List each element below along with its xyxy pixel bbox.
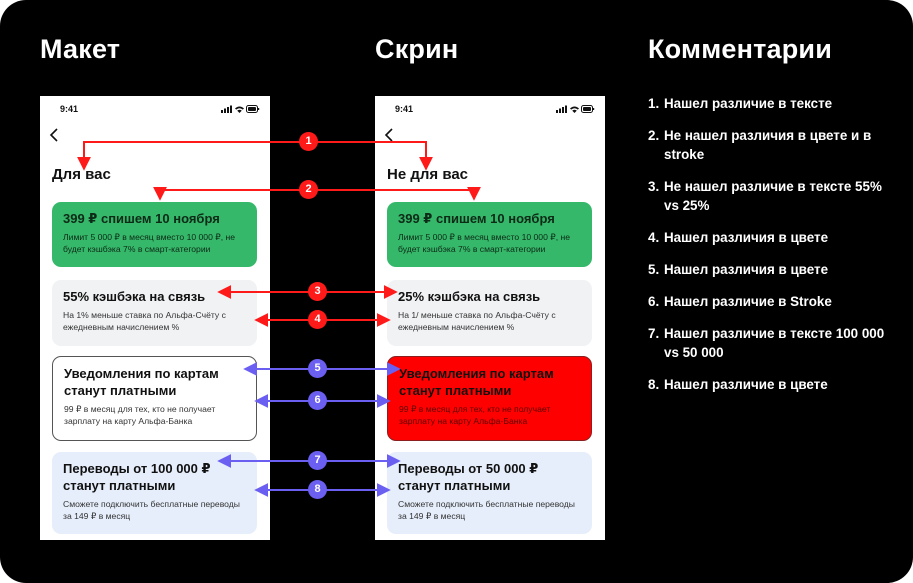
marker-badge-6: 6 [308,391,327,410]
card-description: Лимит 5 000 ₽ в месяц вместо 10 000 ₽, н… [63,232,236,254]
card-title: 25% кэшбэка на связь [398,289,541,304]
marker-badge-4: 4 [308,310,327,329]
marker-badge-1: 1 [299,132,318,151]
comment-item: 1.Нашел различие в тексте [648,96,833,111]
back-chevron-icon[interactable] [48,127,62,143]
screen-card-cashback[interactable]: 25% кэшбэка на связь На 1/ меньше ставка… [387,280,592,346]
layout-card-cashback[interactable]: 55% кэшбэка на связь На 1% меньше ставка… [52,280,257,346]
layout-column-title: Макет [40,34,121,64]
card-description: Сможете подключить бесплатные переводы з… [63,499,240,521]
status-bar-icons [221,105,260,113]
card-title: 399 ₽ спишем 10 ноября [398,211,555,226]
status-time: 9:41 [395,104,414,114]
comment-item: 3.Не нашел различие в тексте 55% vs 25% [648,179,882,213]
comment-item: 2.Не нашел различия в цвете и в stroke [648,128,872,162]
card-description: На 1% меньше ставка по Альфа-Счёту с еже… [63,310,226,332]
marker-badge-2: 2 [299,180,318,199]
card-description: 99 ₽ в месяц для тех, кто не получает за… [399,404,551,426]
back-chevron-icon[interactable] [383,127,397,143]
marker-badge-5: 5 [308,359,327,378]
screen-card-notifications[interactable]: Уведомления по картам станут платными 99… [387,356,592,441]
layout-card-notifications[interactable]: Уведомления по картам станут платными 99… [52,356,257,441]
card-title: Переводы от 100 000 ₽ станут платными [63,461,211,493]
card-description: 99 ₽ в месяц для тех, кто не получает за… [64,404,216,426]
card-title: 55% кэшбэка на связь [63,289,206,304]
layout-card-transfers[interactable]: Переводы от 100 000 ₽ станут платными См… [52,452,257,534]
marker-badge-3: 3 [308,282,327,301]
arrow-1 [77,141,433,171]
comment-item: 4.Нашел различия в цвете [648,230,829,245]
screen-card-transfers[interactable]: Переводы от 50 000 ₽ станут платными Смо… [387,452,592,534]
comment-item: 5.Нашел различия в цвете [648,262,829,277]
card-description: На 1/ меньше ставка по Альфа-Счёту с еже… [398,310,556,332]
card-description: Лимит 5 000 ₽ в месяц вместо 10 000 ₽, н… [398,232,571,254]
card-title: Уведомления по картам станут платными [399,366,554,398]
marker-badge-7: 7 [308,451,327,470]
marker-badge-8: 8 [308,480,327,499]
screen-column-title: Скрин [375,34,459,64]
card-title: Уведомления по картам станут платными [64,366,219,398]
comment-item: 8.Нашел различие в цвете [648,377,828,392]
screen-card-charge[interactable]: 399 ₽ спишем 10 ноября Лимит 5 000 ₽ в м… [387,202,592,267]
card-title: Переводы от 50 000 ₽ станут платными [398,461,539,493]
status-bar-icons [556,105,595,113]
comment-item: 6.Нашел различие в Stroke [648,294,832,309]
comments-list: 1.Нашел различие в тексте 2.Не нашел раз… [648,94,898,407]
comments-column-title: Комментарии [648,34,833,64]
layout-card-charge[interactable]: 399 ₽ спишем 10 ноября Лимит 5 000 ₽ в м… [52,202,257,267]
card-title: 399 ₽ спишем 10 ноября [63,211,220,226]
status-time: 9:41 [60,104,79,114]
comment-item: 7.Нашел различие в тексте 100 000 vs 50 … [648,326,885,360]
card-description: Сможете подключить бесплатные переводы з… [398,499,575,521]
